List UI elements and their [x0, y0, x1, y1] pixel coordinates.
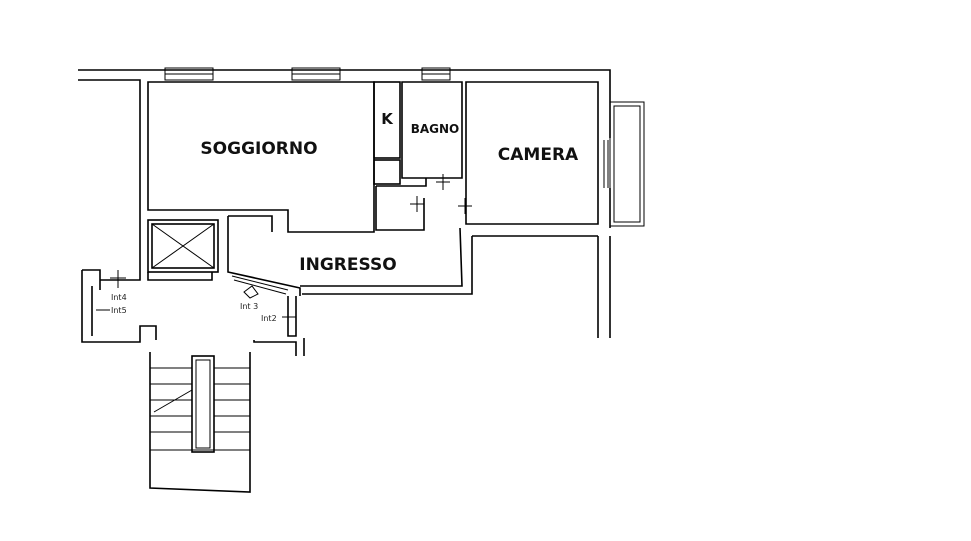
windows-top	[164, 67, 451, 81]
label-int4: Int4	[111, 293, 127, 302]
balcony	[603, 101, 645, 227]
camera-room	[465, 81, 599, 225]
switch-markers	[96, 174, 472, 318]
label-camera: CAMERA	[498, 145, 579, 165]
bagno-room	[375, 81, 463, 231]
ingresso-room	[227, 215, 598, 296]
label-k: K	[381, 110, 394, 128]
entry-door	[231, 275, 289, 299]
label-int5: Int5	[111, 306, 127, 315]
staircase	[149, 352, 251, 493]
label-soggiorno: SOGGIORNO	[200, 139, 317, 159]
label-ingresso: INGRESSO	[299, 255, 396, 275]
kitchen-k	[373, 81, 401, 185]
label-int3: Int 3	[240, 302, 258, 311]
label-bagno: BAGNO	[411, 122, 460, 136]
label-int2: Int2	[261, 314, 277, 323]
elevator-shaft	[147, 219, 219, 273]
outer-walls	[78, 69, 611, 338]
landing-walls	[81, 262, 305, 356]
